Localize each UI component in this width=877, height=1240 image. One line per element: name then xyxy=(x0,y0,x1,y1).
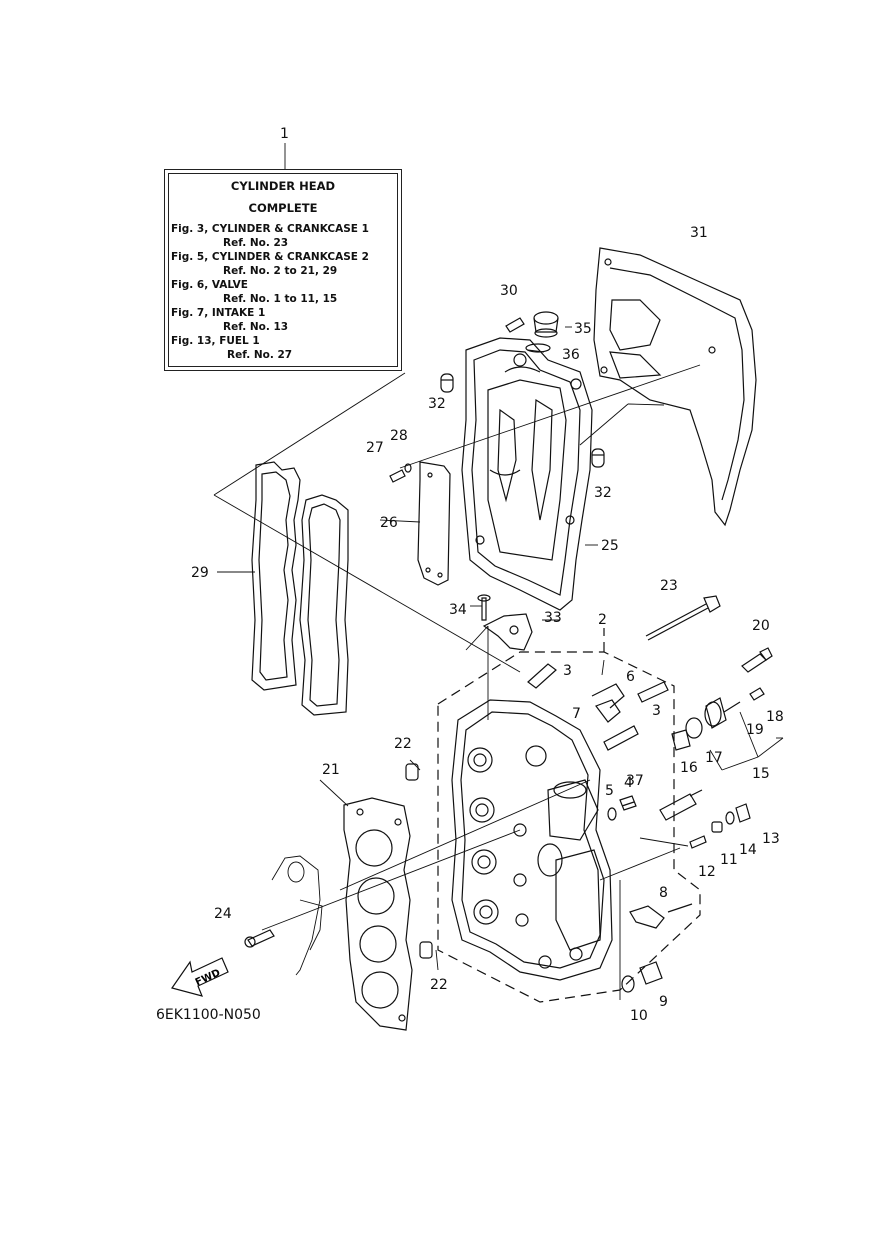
dowel-3b xyxy=(603,725,639,751)
bolt-24 xyxy=(244,929,275,948)
cover-plate xyxy=(417,461,451,586)
reference-ref: Ref. No. 2 to 21, 29 xyxy=(223,265,338,277)
callout-29: 29 xyxy=(191,565,209,581)
callout-30: 30 xyxy=(500,283,518,299)
bolt-18 xyxy=(749,687,765,701)
callout-25: 25 xyxy=(601,538,619,554)
reference-box-inner-border xyxy=(168,173,398,367)
valve-cover xyxy=(461,337,593,611)
callout-36: 36 xyxy=(562,347,580,363)
leader-lines xyxy=(213,143,784,1000)
callout-15: 15 xyxy=(752,766,770,782)
callout-33: 33 xyxy=(544,610,562,626)
long-bolt xyxy=(645,595,721,641)
callout-22a: 22 xyxy=(394,736,412,752)
callout-34: 34 xyxy=(449,602,467,618)
spring-9 xyxy=(639,961,663,985)
callout-5: 5 xyxy=(605,783,614,799)
callout-3a: 3 xyxy=(563,663,572,679)
callout-labels: 1 2 3 3 4 5 6 7 8 9 10 11 12 13 14 15 16… xyxy=(191,126,784,1024)
screw-13 xyxy=(735,803,751,823)
callout-16: 16 xyxy=(680,760,698,776)
callout-20: 20 xyxy=(752,618,770,634)
reference-fig: Fig. 3, CYLINDER & CRANKCASE 1 xyxy=(171,223,369,235)
washer-5 xyxy=(607,807,617,821)
seal-17 xyxy=(685,717,703,739)
callout-32b: 32 xyxy=(594,485,612,501)
bolt-27 xyxy=(389,469,406,483)
callout-1: 1 xyxy=(280,126,289,142)
bolt-12 xyxy=(689,835,707,849)
reference-fig: Fig. 6, VALVE xyxy=(171,279,248,291)
bolt-20 xyxy=(741,647,773,673)
filler-cap xyxy=(525,311,559,353)
callout-9: 9 xyxy=(659,994,668,1010)
callout-22b: 22 xyxy=(430,977,448,993)
callout-32a: 32 xyxy=(428,396,446,412)
bolt-6 xyxy=(637,681,669,703)
callout-21: 21 xyxy=(322,762,340,778)
dowel-3a xyxy=(527,663,557,689)
grommet-left xyxy=(440,373,454,393)
sensor-15 xyxy=(704,697,741,729)
spring-4 xyxy=(619,795,637,811)
reference-ref: Ref. No. 27 xyxy=(227,349,293,361)
callout-18: 18 xyxy=(766,709,784,725)
fwd-label: FWD xyxy=(194,967,222,988)
exploded-view-box xyxy=(437,628,701,1003)
bolt-30 xyxy=(505,317,525,333)
callout-13: 13 xyxy=(762,831,780,847)
cylinder-head xyxy=(451,699,613,981)
reference-ref: Ref. No. 23 xyxy=(223,237,289,249)
dowel-22-top xyxy=(405,763,419,781)
reference-fig: Fig. 7, INTAKE 1 xyxy=(171,307,266,319)
head-gasket xyxy=(343,797,413,1031)
engine-cover xyxy=(593,247,757,527)
callout-7: 7 xyxy=(572,706,581,722)
callout-3b: 3 xyxy=(652,703,661,719)
callout-2: 2 xyxy=(598,612,607,628)
callout-28: 28 xyxy=(390,428,408,444)
diagram-code: 6EK1100-N050 xyxy=(156,1007,261,1023)
callout-26: 26 xyxy=(380,515,398,531)
callout-6: 6 xyxy=(626,669,635,685)
washer-28 xyxy=(404,463,412,473)
callout-10: 10 xyxy=(630,1008,648,1024)
callout-31: 31 xyxy=(690,225,708,241)
callout-14: 14 xyxy=(739,842,757,858)
dowel-22-bottom xyxy=(419,941,433,959)
callout-24: 24 xyxy=(214,906,232,922)
callout-19: 19 xyxy=(746,722,764,738)
sleeve-11 xyxy=(711,821,723,833)
bracket-7 xyxy=(591,683,625,723)
washer-14 xyxy=(725,811,735,825)
bracket-8 xyxy=(629,903,693,929)
callout-23: 23 xyxy=(660,578,678,594)
valve-cover-gasket xyxy=(251,461,349,716)
reference-title-line2: COMPLETE xyxy=(248,201,318,215)
callout-37: 37 xyxy=(626,773,644,789)
callout-4: 4 xyxy=(624,775,633,791)
spark-plug xyxy=(659,789,703,821)
washer-10 xyxy=(621,975,635,993)
bracket xyxy=(477,594,533,651)
reference-ref: Ref. No. 13 xyxy=(223,321,289,333)
reference-ref: Ref. No. 1 to 11, 15 xyxy=(223,293,338,305)
grommet-right xyxy=(591,448,605,468)
callout-12: 12 xyxy=(698,864,716,880)
callout-35: 35 xyxy=(574,321,592,337)
callout-27: 27 xyxy=(366,440,384,456)
cylinder-block-outline xyxy=(271,855,323,976)
plug-16 xyxy=(671,729,691,751)
reference-box: CYLINDER HEAD COMPLETE Fig. 3, CYLINDER … xyxy=(164,169,402,371)
callout-8: 8 xyxy=(659,885,668,901)
reference-fig: Fig. 5, CYLINDER & CRANKCASE 2 xyxy=(171,251,369,263)
reference-title-line1: CYLINDER HEAD xyxy=(230,179,336,193)
fwd-arrow-icon xyxy=(171,957,229,997)
reference-fig: Fig. 13, FUEL 1 xyxy=(171,335,260,347)
callout-17: 17 xyxy=(705,750,723,766)
callout-11: 11 xyxy=(720,852,738,868)
